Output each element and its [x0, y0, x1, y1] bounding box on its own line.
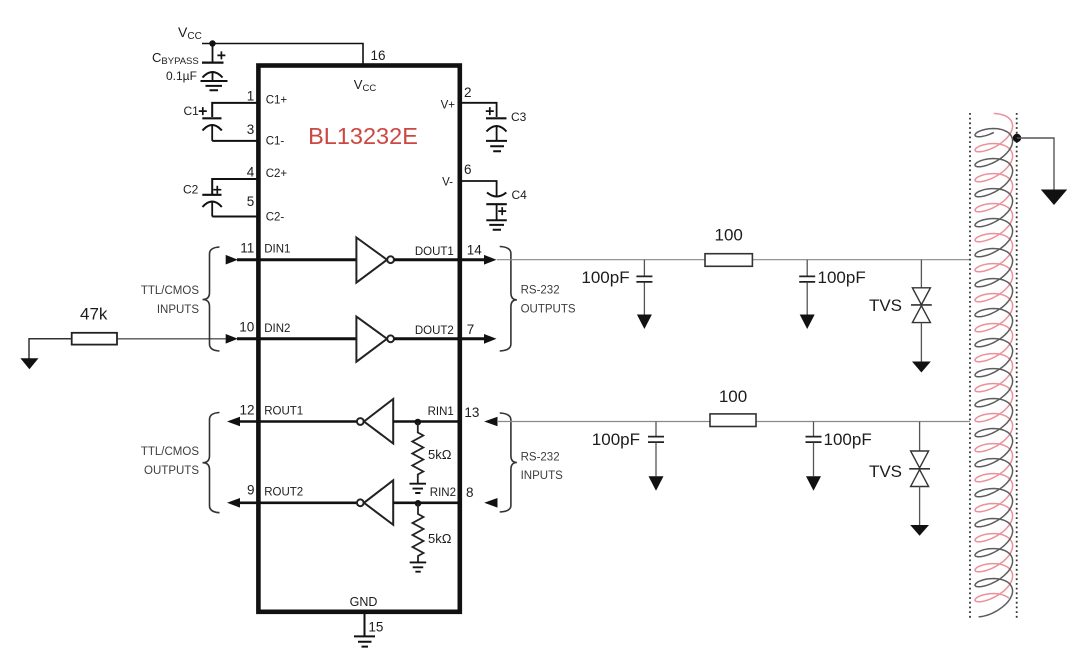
svg-text:C1: C1 [184, 104, 200, 118]
svg-text:GND: GND [350, 595, 378, 609]
svg-text:C2: C2 [183, 183, 199, 197]
svg-text:C3: C3 [511, 110, 527, 124]
svg-text:DIN2: DIN2 [264, 323, 290, 335]
svg-text:DOUT1: DOUT1 [415, 246, 454, 258]
svg-text:14: 14 [467, 243, 483, 258]
svg-text:OUTPUTS: OUTPUTS [521, 303, 576, 315]
svg-text:5: 5 [247, 194, 255, 209]
svg-text:100pF: 100pF [592, 430, 640, 449]
svg-text:INPUTS: INPUTS [521, 470, 564, 482]
svg-text:15: 15 [368, 620, 383, 635]
svg-text:6: 6 [464, 162, 472, 177]
svg-text:5kΩ: 5kΩ [428, 531, 452, 546]
svg-text:OUTPUTS: OUTPUTS [144, 465, 199, 477]
svg-text:10: 10 [239, 320, 254, 335]
svg-text:100pF: 100pF [581, 268, 629, 287]
svg-text:RS-232: RS-232 [521, 451, 560, 463]
svg-text:8: 8 [466, 485, 474, 500]
svg-text:1: 1 [247, 89, 255, 104]
svg-text:100pF: 100pF [818, 268, 866, 287]
svg-text:47k: 47k [80, 305, 108, 324]
svg-text:TTL/CMOS: TTL/CMOS [141, 285, 199, 297]
svg-text:ROUT1: ROUT1 [264, 406, 303, 418]
svg-text:0.1µF: 0.1µF [166, 69, 197, 83]
svg-text:RS-232: RS-232 [521, 284, 560, 296]
svg-text:3: 3 [247, 122, 255, 137]
svg-text:RIN2: RIN2 [430, 487, 456, 499]
svg-text:V+: V+ [441, 100, 456, 112]
svg-text:TVS: TVS [869, 462, 902, 481]
svg-text:TVS: TVS [869, 296, 902, 315]
svg-text:C2+: C2+ [266, 168, 288, 180]
svg-text:7: 7 [467, 322, 475, 337]
svg-text:DOUT2: DOUT2 [415, 325, 454, 337]
svg-text:ROUT2: ROUT2 [264, 487, 303, 499]
svg-text:9: 9 [247, 483, 255, 498]
svg-text:13: 13 [464, 405, 479, 420]
svg-text:2: 2 [464, 85, 472, 100]
svg-text:DIN1: DIN1 [264, 244, 290, 256]
svg-text:RIN1: RIN1 [428, 406, 454, 418]
svg-text:C1+: C1+ [266, 94, 288, 106]
svg-text:100: 100 [719, 387, 747, 406]
svg-text:INPUTS: INPUTS [157, 304, 200, 316]
svg-text:C4: C4 [512, 188, 528, 202]
svg-text:100: 100 [715, 226, 743, 245]
svg-text:12: 12 [239, 403, 254, 418]
svg-text:BL13232E: BL13232E [308, 123, 418, 149]
svg-text:C2-: C2- [266, 212, 285, 224]
svg-text:11: 11 [240, 241, 254, 256]
svg-text:TTL/CMOS: TTL/CMOS [141, 446, 199, 458]
svg-text:100pF: 100pF [824, 430, 872, 449]
svg-text:V-: V- [442, 177, 453, 189]
svg-text:5kΩ: 5kΩ [428, 447, 452, 462]
svg-text:16: 16 [371, 48, 386, 63]
svg-text:4: 4 [247, 165, 255, 180]
svg-text:C1-: C1- [266, 136, 285, 148]
